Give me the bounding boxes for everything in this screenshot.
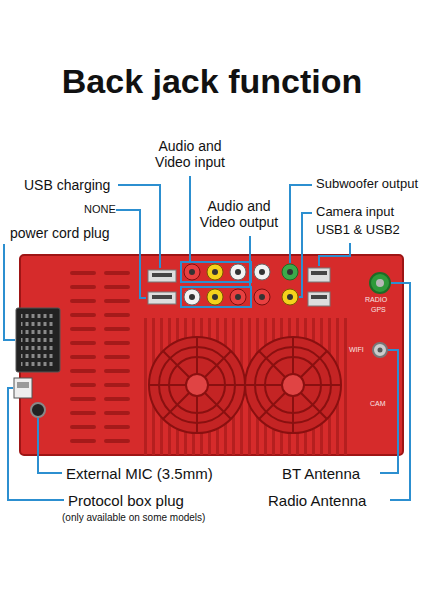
vent-area bbox=[62, 262, 134, 448]
connector-pins bbox=[21, 314, 55, 366]
rca-jack bbox=[282, 289, 298, 305]
rca-jack bbox=[207, 264, 223, 280]
usb-slot bbox=[152, 295, 172, 299]
leader-line bbox=[116, 210, 146, 298]
rca-centers bbox=[189, 269, 293, 300]
leader-line bbox=[189, 176, 191, 262]
rca-jack bbox=[282, 264, 298, 280]
rca-center bbox=[259, 269, 265, 275]
usb-port bbox=[148, 292, 176, 304]
fan-ring bbox=[149, 337, 245, 433]
callout-label: power cord plug bbox=[10, 225, 110, 241]
leader-line bbox=[299, 213, 312, 297]
rca-jack bbox=[230, 289, 246, 305]
mic-jack bbox=[31, 403, 45, 417]
leader-line bbox=[8, 388, 64, 500]
fan-spokes bbox=[149, 337, 245, 433]
callout-label: USB1 & USB2 bbox=[316, 223, 400, 238]
rca-center bbox=[287, 294, 293, 300]
leader-line bbox=[390, 283, 410, 500]
leader-lines bbox=[4, 176, 410, 500]
port-marking: RADIO bbox=[365, 296, 387, 304]
heatsink bbox=[140, 318, 350, 455]
port-marking: GPS bbox=[371, 306, 386, 314]
bt-antenna-socket bbox=[373, 343, 387, 357]
port-marking: CAM bbox=[370, 400, 386, 408]
rca-jack bbox=[230, 264, 246, 280]
rca-center bbox=[189, 269, 195, 275]
callout-label: Camera input bbox=[316, 205, 394, 220]
fan-spokes bbox=[245, 337, 341, 433]
leader-line bbox=[38, 418, 62, 473]
usb-port bbox=[148, 270, 176, 282]
fan-ring bbox=[245, 337, 341, 433]
callout-label: External MIC (3.5mm) bbox=[66, 465, 213, 482]
leader-line bbox=[249, 236, 251, 287]
title: Back jack function bbox=[0, 62, 424, 101]
usb-port bbox=[308, 268, 330, 282]
group-bracket bbox=[181, 287, 251, 307]
rca-center bbox=[189, 294, 195, 300]
fan-hub bbox=[282, 374, 304, 396]
rca-center bbox=[259, 294, 265, 300]
usb-slot bbox=[311, 295, 327, 299]
callout-label: Audio and Video output bbox=[196, 198, 282, 230]
rca-jack bbox=[184, 289, 200, 305]
rca-jack bbox=[254, 289, 270, 305]
rca-jack bbox=[254, 264, 270, 280]
usb-port bbox=[308, 292, 330, 306]
radio-antenna-socket bbox=[370, 273, 390, 293]
rca-jack bbox=[207, 289, 223, 305]
port-marking: WIFI bbox=[349, 346, 364, 354]
rca-center bbox=[235, 269, 241, 275]
leader-line bbox=[4, 244, 15, 340]
callout-label: Subwoofer output bbox=[316, 177, 418, 192]
callout-label: USB charging bbox=[24, 177, 110, 193]
group-bracket bbox=[181, 262, 251, 282]
fan bbox=[149, 337, 245, 433]
rca-center bbox=[212, 294, 218, 300]
housing bbox=[20, 255, 403, 455]
power-connector bbox=[16, 308, 60, 372]
protocol-pins bbox=[17, 382, 29, 388]
leader-line bbox=[319, 243, 350, 266]
fan bbox=[245, 337, 341, 433]
rca-center bbox=[287, 269, 293, 275]
callout-label: Audio and Video input bbox=[150, 138, 230, 170]
protocol-connector bbox=[14, 378, 32, 398]
callout-label: Protocol box plug bbox=[68, 492, 184, 509]
fan-hub bbox=[186, 374, 208, 396]
antenna-pin bbox=[376, 279, 384, 287]
callout-label: Radio Antenna bbox=[268, 492, 366, 509]
callout-label: BT Antenna bbox=[282, 465, 360, 482]
rca-center bbox=[212, 269, 218, 275]
rca-jack bbox=[184, 264, 200, 280]
antenna-pin bbox=[378, 348, 383, 353]
usb-slot bbox=[152, 273, 172, 277]
usb-slot bbox=[311, 271, 327, 275]
rca-center bbox=[235, 294, 241, 300]
rca-jacks bbox=[184, 264, 298, 305]
leader-line bbox=[380, 350, 398, 473]
callout-label: NONE bbox=[84, 203, 116, 216]
note: (only available on some models) bbox=[62, 512, 205, 524]
